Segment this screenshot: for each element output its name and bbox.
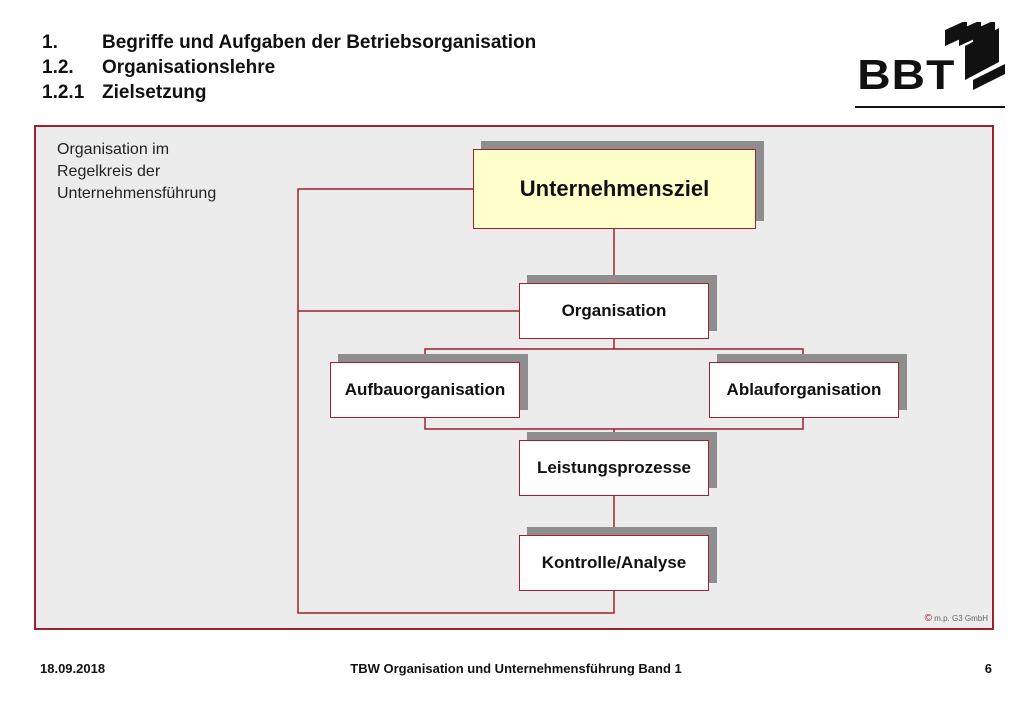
- heading-text-3: Zielsetzung: [102, 82, 207, 103]
- box-organisation: Organisation: [519, 283, 709, 339]
- footer-page-number: 6: [984, 661, 992, 676]
- logo-text: BBT: [857, 52, 955, 99]
- heading-number-2: 1.2.: [42, 57, 74, 78]
- copyright-text: m.p. G3 GmbH: [934, 614, 988, 623]
- footer-title: TBW Organisation und Unternehmensführung…: [350, 661, 682, 676]
- footer-date: 18.09.2018: [40, 661, 106, 676]
- heading-line-3: 1.2.1 Zielsetzung: [42, 80, 207, 106]
- box-ablauforganisation: Ablauforganisation: [709, 362, 899, 418]
- box-aufbauorganisation: Aufbauorganisation: [330, 362, 520, 418]
- caption-line-2: Regelkreis der: [57, 163, 161, 180]
- heading-text-2: Organisationslehre: [102, 57, 276, 78]
- caption-line-3: Unternehmensführung: [57, 185, 217, 202]
- heading-text-1: Begriffe und Aufgaben der Betriebsorgani…: [102, 32, 537, 53]
- heading-number-1: 1.: [42, 32, 58, 53]
- box-leistungsprozesse: Leistungsprozesse: [519, 440, 709, 496]
- heading-number-3: 1.2.1: [42, 82, 85, 103]
- heading-line-1: 1. Begriffe und Aufgaben der Betriebsorga…: [42, 30, 536, 56]
- box-unternehmensziel: Unternehmensziel: [473, 149, 756, 229]
- caption: Organisation im Regelkreis der Unternehm…: [57, 139, 216, 205]
- heading-line-2: 1.2. Organisationslehre: [42, 55, 275, 81]
- copyright-note: © m.p. G3 GmbH: [925, 613, 988, 624]
- box-kontrolle-analyse: Kontrolle/Analyse: [519, 535, 709, 591]
- bbt-logo: BBT: [855, 22, 1005, 108]
- caption-line-1: Organisation im: [57, 141, 170, 158]
- copyright-symbol: ©: [924, 613, 932, 624]
